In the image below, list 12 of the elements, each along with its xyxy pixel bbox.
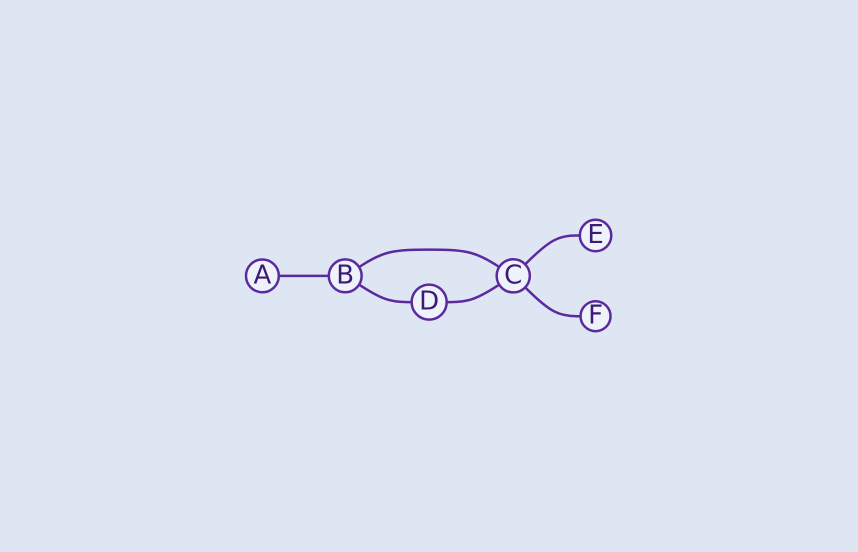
node-circle: E bbox=[578, 218, 613, 253]
connector bbox=[358, 248, 500, 268]
connector bbox=[524, 234, 580, 266]
node-circle: D bbox=[410, 283, 448, 322]
node-circle: A bbox=[245, 258, 280, 294]
connector bbox=[279, 274, 330, 278]
node-circle: B bbox=[328, 258, 364, 294]
connector bbox=[524, 286, 581, 318]
node-circle: C bbox=[496, 258, 532, 294]
connector bbox=[358, 284, 412, 304]
node-circle: F bbox=[580, 300, 612, 333]
connector bbox=[447, 284, 500, 304]
